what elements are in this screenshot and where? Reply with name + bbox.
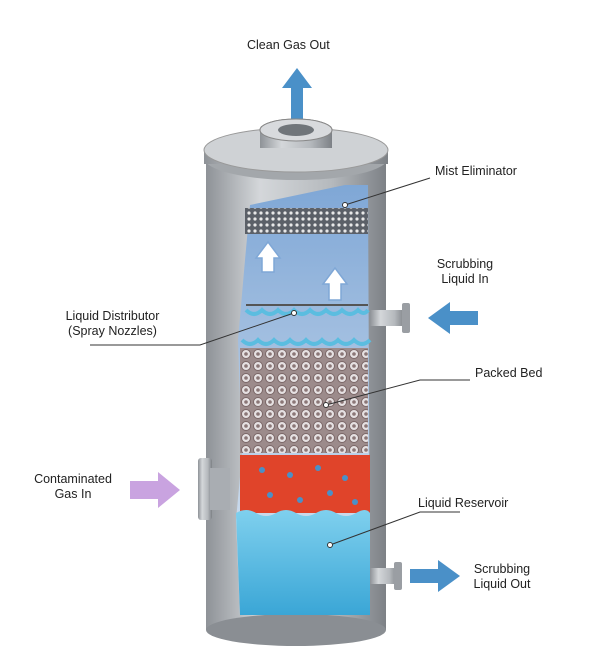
hot-gas-zone	[240, 455, 370, 513]
contaminated-gas-in-arrow	[130, 472, 180, 508]
clean-gas-out-arrow	[282, 68, 312, 122]
label-mist-eliminator: Mist Eliminator	[435, 164, 517, 178]
mist-eliminator-mesh	[245, 208, 368, 234]
gas-flow-arrows	[254, 240, 349, 301]
label-scrubbing-liquid-in: Scrubbing Liquid In	[430, 257, 500, 287]
label-line: Scrubbing	[436, 257, 494, 271]
label-liquid-distributor: Liquid Distributor (Spray Nozzles)	[50, 309, 175, 339]
label-contaminated-gas-in: Contaminated Gas In	[28, 472, 118, 502]
label-clean-gas-out: Clean Gas Out	[247, 38, 330, 52]
spray-nozzles	[244, 307, 370, 316]
packed-bed-media	[240, 348, 368, 453]
scrubbing-liquid-inlet-pipe	[370, 303, 410, 333]
gas-inlet-flange	[198, 458, 230, 520]
label-line: Liquid In	[441, 272, 489, 286]
liquid-reservoir-water	[236, 510, 370, 615]
label-line: Liquid Distributor	[65, 309, 160, 323]
leader-lines	[90, 177, 470, 546]
label-liquid-reservoir: Liquid Reservoir	[418, 496, 509, 510]
label-line: (Spray Nozzles)	[68, 324, 157, 338]
cutaway-interior	[236, 185, 372, 615]
droplets	[259, 465, 358, 505]
label-line: Gas In	[54, 487, 92, 501]
label-packed-bed: Packed Bed	[475, 366, 543, 380]
label-line: Scrubbing	[473, 562, 531, 576]
label-line: Liquid Out	[473, 577, 531, 591]
leader-dots	[291, 202, 348, 548]
scrubbing-liquid-out-arrow	[410, 560, 460, 592]
scrubbing-liquid-in-arrow	[428, 302, 478, 334]
label-line: Contaminated	[34, 472, 112, 486]
label-scrubbing-liquid-out: Scrubbing Liquid Out	[462, 562, 542, 592]
scrubbing-liquid-outlet-pipe	[370, 562, 402, 590]
